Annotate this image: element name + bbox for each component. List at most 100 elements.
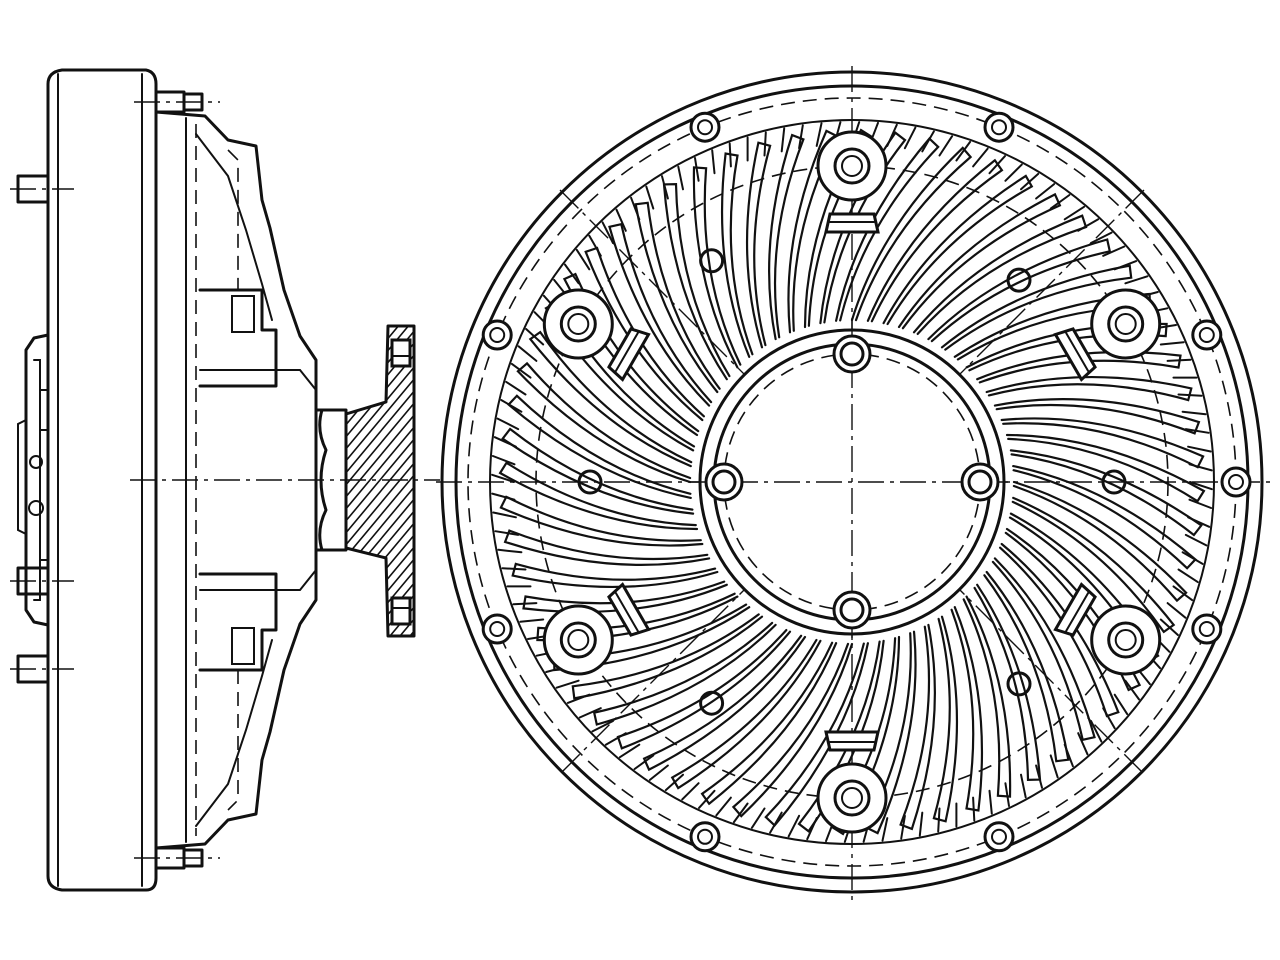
balance-pin (1006, 671, 1032, 697)
outer-rib (496, 417, 520, 431)
outer-rib (677, 165, 684, 191)
fin (501, 427, 695, 515)
fin (835, 137, 940, 322)
fin (720, 152, 754, 358)
fin (1005, 433, 1206, 503)
outer-rib (501, 567, 527, 571)
outer-bolt-center (697, 119, 713, 136)
front-studs (10, 174, 74, 684)
fin (1000, 417, 1205, 469)
fin (1011, 496, 1176, 634)
boss-body (1090, 288, 1162, 360)
mount-boss (816, 130, 888, 234)
fin (528, 330, 693, 468)
boss-hole (833, 147, 871, 185)
boss-hole-inner (841, 155, 863, 177)
outer-rib (1124, 679, 1140, 701)
fin (642, 634, 807, 772)
outer-rib (1090, 720, 1103, 743)
outer-rib (1188, 498, 1213, 509)
boss-neck (824, 730, 880, 752)
boss-neck (824, 212, 880, 234)
outer-rib (1189, 481, 1213, 491)
outer-rib (1004, 782, 1010, 807)
boss-hole (559, 305, 597, 343)
balance-pin (699, 248, 725, 274)
outer-bolt (1191, 319, 1223, 351)
outer-rib (1113, 693, 1129, 716)
section-hatch (346, 326, 414, 636)
section-hatch (346, 326, 414, 636)
outer-rib (1077, 218, 1100, 232)
outer-rib (491, 492, 516, 501)
boss-neck (1053, 327, 1097, 382)
outer-rib (955, 140, 972, 162)
outer-rib (1181, 551, 1204, 565)
outer-bolt (481, 319, 513, 351)
fin (592, 621, 777, 726)
section-hatch (346, 326, 414, 636)
boss-body (542, 604, 614, 676)
outer-rib (1184, 428, 1210, 434)
outer-bolt-center (1198, 621, 1215, 637)
fin (511, 562, 719, 589)
outer-rib (492, 511, 517, 519)
balance-pin (577, 469, 603, 495)
boss-hole (1107, 621, 1145, 659)
balance-pins (577, 248, 1127, 716)
boss-neck-line (614, 591, 639, 633)
outer-rib (806, 817, 818, 841)
fin (634, 201, 721, 394)
outer-rib (1177, 568, 1199, 584)
outer-rib (1181, 410, 1207, 416)
fin (866, 158, 1004, 323)
front-view (436, 66, 1270, 900)
outer-rib (601, 221, 614, 244)
boss-hole (1107, 305, 1145, 343)
mount-boss (542, 582, 651, 676)
outer-bolts (481, 111, 1252, 853)
fin (850, 146, 973, 322)
outer-rib (1020, 773, 1027, 799)
fin (976, 350, 1182, 384)
mount-boss (816, 730, 888, 834)
outer-rib (1063, 743, 1074, 768)
outer-rib (972, 147, 989, 168)
outer-rib (1184, 533, 1208, 547)
outer-bolt (689, 821, 721, 853)
outer-rib (618, 743, 641, 759)
section-hatch (0, 300, 200, 660)
outer-rib (1124, 275, 1149, 285)
fin (692, 166, 742, 369)
fin (927, 238, 1112, 343)
outer-rib (588, 234, 602, 257)
fin (503, 529, 711, 566)
boss-neck-line (1065, 591, 1090, 633)
outer-rib (1063, 205, 1086, 221)
hub-bolt (832, 334, 872, 374)
outer-rib (732, 802, 749, 824)
mount-bosses (542, 130, 1162, 834)
outer-bolt (983, 111, 1015, 143)
outer-rib (604, 732, 627, 746)
cover-plate (46, 68, 158, 892)
boss-hole-inner (1114, 629, 1137, 651)
section-hatch (346, 326, 414, 636)
balance-pin (699, 690, 725, 716)
boss-hole-inner (841, 787, 863, 809)
outer-bolt (1220, 466, 1252, 498)
outer-rib (798, 124, 804, 150)
outer-rib (728, 142, 732, 168)
fin (498, 461, 699, 531)
outer-bolt (983, 821, 1015, 853)
boss-neck-line (1065, 331, 1090, 373)
fin (940, 264, 1133, 351)
boss-hole-inner (567, 313, 590, 335)
hub-bolt-inner (711, 469, 737, 495)
fin (516, 361, 692, 484)
outer-rib (815, 122, 823, 147)
outer-rib (780, 127, 786, 153)
fin (562, 272, 700, 437)
outer-rib (1188, 463, 1213, 472)
